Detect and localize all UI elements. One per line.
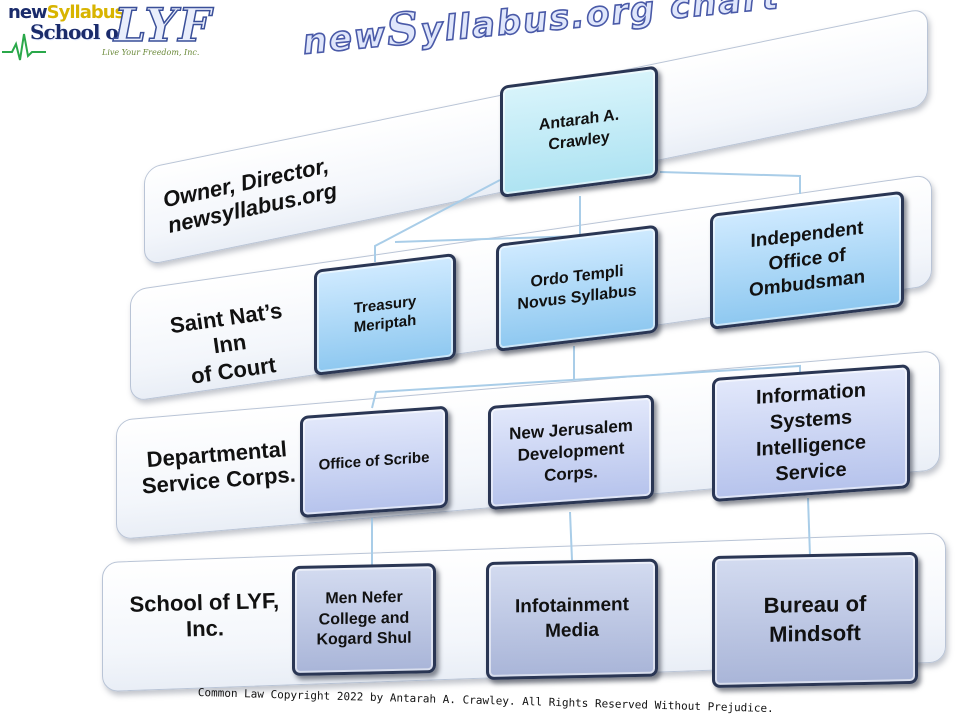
box-infotainment-media-line2: Media [545, 619, 599, 642]
tier-label-school-line2: Inc. [185, 615, 225, 642]
tier-label-school: School of LYF, Inc. [124, 588, 285, 645]
box-ombudsman-line1: Independent [750, 217, 864, 253]
logo-line2: School of [30, 20, 126, 44]
logo-line1-b: Syllabus [46, 2, 126, 23]
box-ombudsman: Independent Office of Ombudsman [710, 190, 904, 330]
box-office-of-scribe-line1: Office of Scribe [318, 449, 430, 474]
box-treasury-meriptah: Treasury Meriptah [314, 252, 456, 376]
box-infotainment-media-line1: Infotainment [515, 594, 629, 618]
box-antarah-crawley-line2: Crawley [548, 128, 610, 154]
logo-big: LYF [113, 0, 212, 53]
connector-inn-spread [371, 364, 801, 409]
box-information-systems-line1: Information [756, 379, 866, 409]
box-new-jerusalem: New Jerusalem Development Corps. [488, 394, 654, 510]
box-men-nefer: Men Nefer College and Kogard Shul [292, 563, 436, 676]
connector-dept-right [807, 497, 811, 557]
box-men-nefer-line3: Kogard Shul [316, 629, 412, 649]
box-bureau-of-mindsoft-line2: Mindsoft [769, 620, 861, 647]
tier-label-school-line1: School of LYF, [129, 587, 280, 617]
connector-owner-right [659, 171, 801, 194]
heartbeat-icon [2, 33, 46, 61]
box-infotainment-media: Infotainment Media [486, 558, 658, 680]
box-new-jerusalem-line3: Corps. [544, 462, 598, 486]
connector-owner-left [374, 179, 501, 262]
box-ordo-templi: Ordo Templi Novus Syllabus [496, 224, 658, 352]
chart-title-part1: new [300, 14, 390, 64]
logo-tagline: Live Your Freedom, Inc. [102, 48, 200, 57]
box-information-systems-line3: Intelligence [755, 431, 867, 461]
box-antarah-crawley: Antarah A. Crawley [500, 65, 658, 199]
box-bureau-of-mindsoft-line1: Bureau of [763, 591, 867, 619]
box-information-systems: Information Systems Intelligence Service [712, 364, 910, 502]
box-office-of-scribe: Office of Scribe [300, 405, 448, 518]
logo: newSyllabus School of LYF Live Your Free… [2, 0, 227, 64]
chart-title-part2: S [383, 2, 423, 58]
box-new-jerusalem-line2: Development [517, 438, 625, 465]
box-information-systems-line4: Service [775, 458, 847, 486]
connector-dept-mid [569, 511, 573, 561]
box-information-systems-line2: Systems [769, 406, 853, 434]
box-ombudsman-line3: Ombudsman [748, 266, 866, 302]
logo-line1-a: new [8, 2, 48, 23]
box-bureau-of-mindsoft: Bureau of Mindsoft [712, 551, 918, 688]
logo-line1: newSyllabus [8, 2, 126, 23]
box-men-nefer-line2: College and [318, 609, 410, 629]
box-men-nefer-line1: Men Nefer [325, 588, 403, 608]
